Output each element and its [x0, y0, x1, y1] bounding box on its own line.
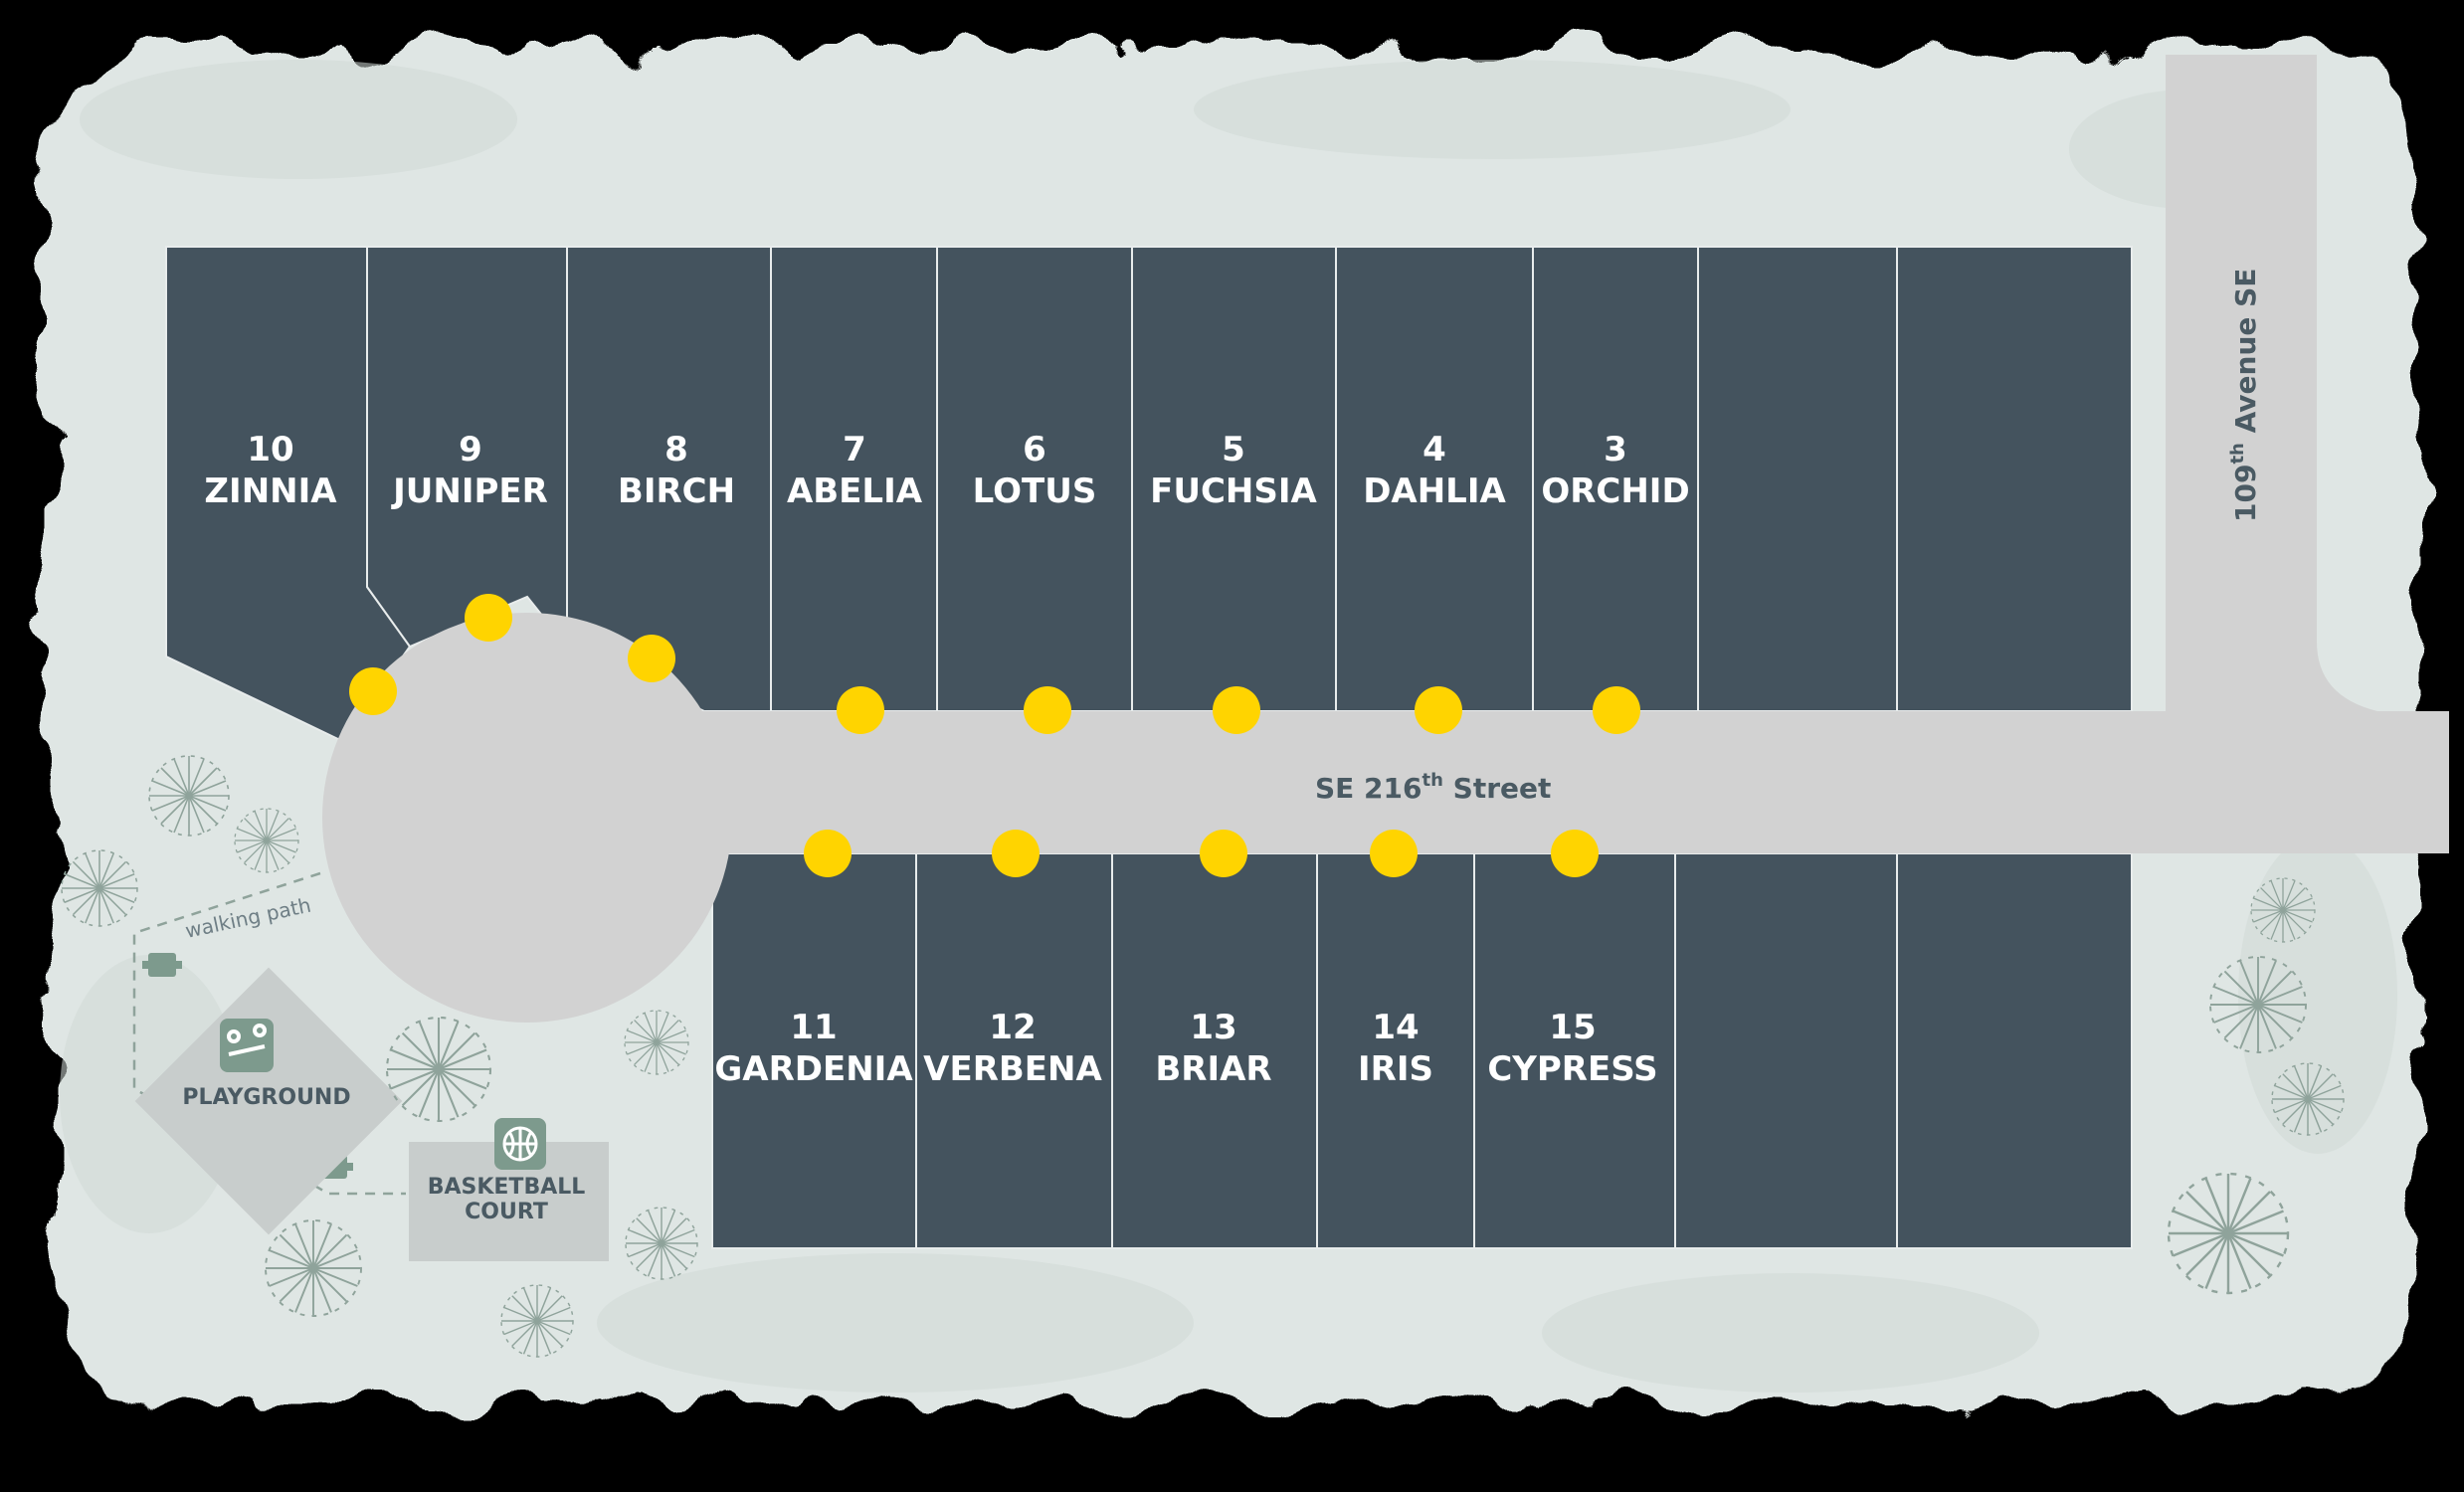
- marker-lot-12[interactable]: [992, 830, 1040, 877]
- lot-12[interactable]: [915, 852, 1113, 1249]
- avenue-road: [2166, 55, 2449, 850]
- lot-9-number: 9: [459, 430, 482, 469]
- lot-13[interactable]: [1111, 852, 1318, 1249]
- north-lots: [165, 246, 2133, 743]
- lot-8-name: BIRCH: [618, 471, 735, 511]
- lot-14-name: IRIS: [1358, 1049, 1433, 1089]
- marker-lot-15[interactable]: [1551, 830, 1599, 877]
- lot-9-name: JUNIPER: [391, 471, 548, 511]
- lot-2-unlabeled[interactable]: [1697, 246, 1898, 712]
- seesaw-icon: [227, 1024, 267, 1056]
- tree-icon: [265, 1219, 362, 1317]
- marker-lot-6[interactable]: [1024, 686, 1071, 734]
- main-street: [322, 613, 2449, 1023]
- lot-15-number: 15: [1549, 1008, 1596, 1047]
- lot-14[interactable]: [1316, 852, 1475, 1249]
- marker-lot-5[interactable]: [1213, 686, 1260, 734]
- south-lots: [711, 852, 2133, 1249]
- lot-4-number: 4: [1422, 430, 1446, 469]
- tree-icon: [2250, 877, 2316, 943]
- marker-lot-10[interactable]: [349, 667, 397, 715]
- lot-7[interactable]: [770, 246, 938, 712]
- lot-15-name: CYPRESS: [1487, 1049, 1657, 1089]
- tree-icon: [2167, 1172, 2290, 1295]
- cul-de-sac: [322, 613, 732, 1023]
- lot-11-name: GARDENIA: [714, 1049, 913, 1089]
- basketball-label-line1: BASKETBALL: [428, 1175, 586, 1200]
- marker-lot-14[interactable]: [1370, 830, 1418, 877]
- tree-icon: [500, 1284, 574, 1358]
- lot-1-unlabeled[interactable]: [1896, 246, 2133, 712]
- avenue-label: 109th Avenue SE: [2227, 269, 2262, 522]
- lot-labels: 10 ZINNIA 9 JUNIPER 8 BIRCH 7 ABELIA 6 L…: [204, 430, 1689, 1089]
- playground-label: PLAYGROUND: [182, 1085, 350, 1110]
- lot-11-number: 11: [790, 1008, 837, 1047]
- lot-3-number: 3: [1604, 430, 1627, 469]
- lot-6-name: LOTUS: [973, 471, 1097, 511]
- lot-14-number: 14: [1372, 1008, 1419, 1047]
- marker-lot-3[interactable]: [1593, 686, 1640, 734]
- lot-3[interactable]: [1532, 246, 1699, 712]
- tree-icon: [148, 755, 230, 837]
- lot-markers: [349, 594, 1640, 877]
- lot-7-number: 7: [843, 430, 866, 469]
- marker-lot-8[interactable]: [628, 635, 675, 682]
- walking-path: [132, 871, 406, 1196]
- lot-5-number: 5: [1222, 430, 1245, 469]
- marker-lot-4[interactable]: [1415, 686, 1462, 734]
- lot-10-number: 10: [247, 430, 293, 469]
- marker-lot-7[interactable]: [837, 686, 884, 734]
- bench-icon: [142, 953, 182, 977]
- tree-icon: [2271, 1062, 2345, 1136]
- lot-6[interactable]: [936, 246, 1133, 712]
- basketball-label-line2: COURT: [465, 1200, 548, 1224]
- lot-16-unlabeled[interactable]: [1674, 852, 1898, 1249]
- lot-13-number: 13: [1190, 1008, 1236, 1047]
- playground-icon: [220, 1019, 274, 1072]
- lot-7-name: ABELIA: [787, 471, 923, 511]
- marker-lot-11[interactable]: [804, 830, 852, 877]
- lot-17-unlabeled[interactable]: [1896, 852, 2133, 1249]
- lot-3-name: ORCHID: [1541, 471, 1689, 511]
- marker-lot-13[interactable]: [1200, 830, 1247, 877]
- lot-5[interactable]: [1131, 246, 1337, 712]
- lot-5-name: FUCHSIA: [1150, 471, 1317, 511]
- lot-13-name: BRIAR: [1155, 1049, 1271, 1089]
- park-area: walking path PLAYGROUND: [61, 755, 698, 1358]
- lot-8-number: 8: [664, 430, 688, 469]
- marker-lot-9[interactable]: [465, 594, 512, 642]
- lot-10-name: ZINNIA: [204, 471, 337, 511]
- lot-12-number: 12: [989, 1008, 1036, 1047]
- lot-4-name: DAHLIA: [1363, 471, 1506, 511]
- lot-6-number: 6: [1023, 430, 1046, 469]
- lot-12-name: VERBENA: [923, 1049, 1102, 1089]
- basketball-court[interactable]: BASKETBALL COURT: [409, 1118, 609, 1261]
- tree-icon: [625, 1207, 698, 1280]
- tree-icon: [61, 849, 138, 927]
- lot-15[interactable]: [1473, 852, 1676, 1249]
- main-street-label: SE 216th Street: [1315, 770, 1551, 805]
